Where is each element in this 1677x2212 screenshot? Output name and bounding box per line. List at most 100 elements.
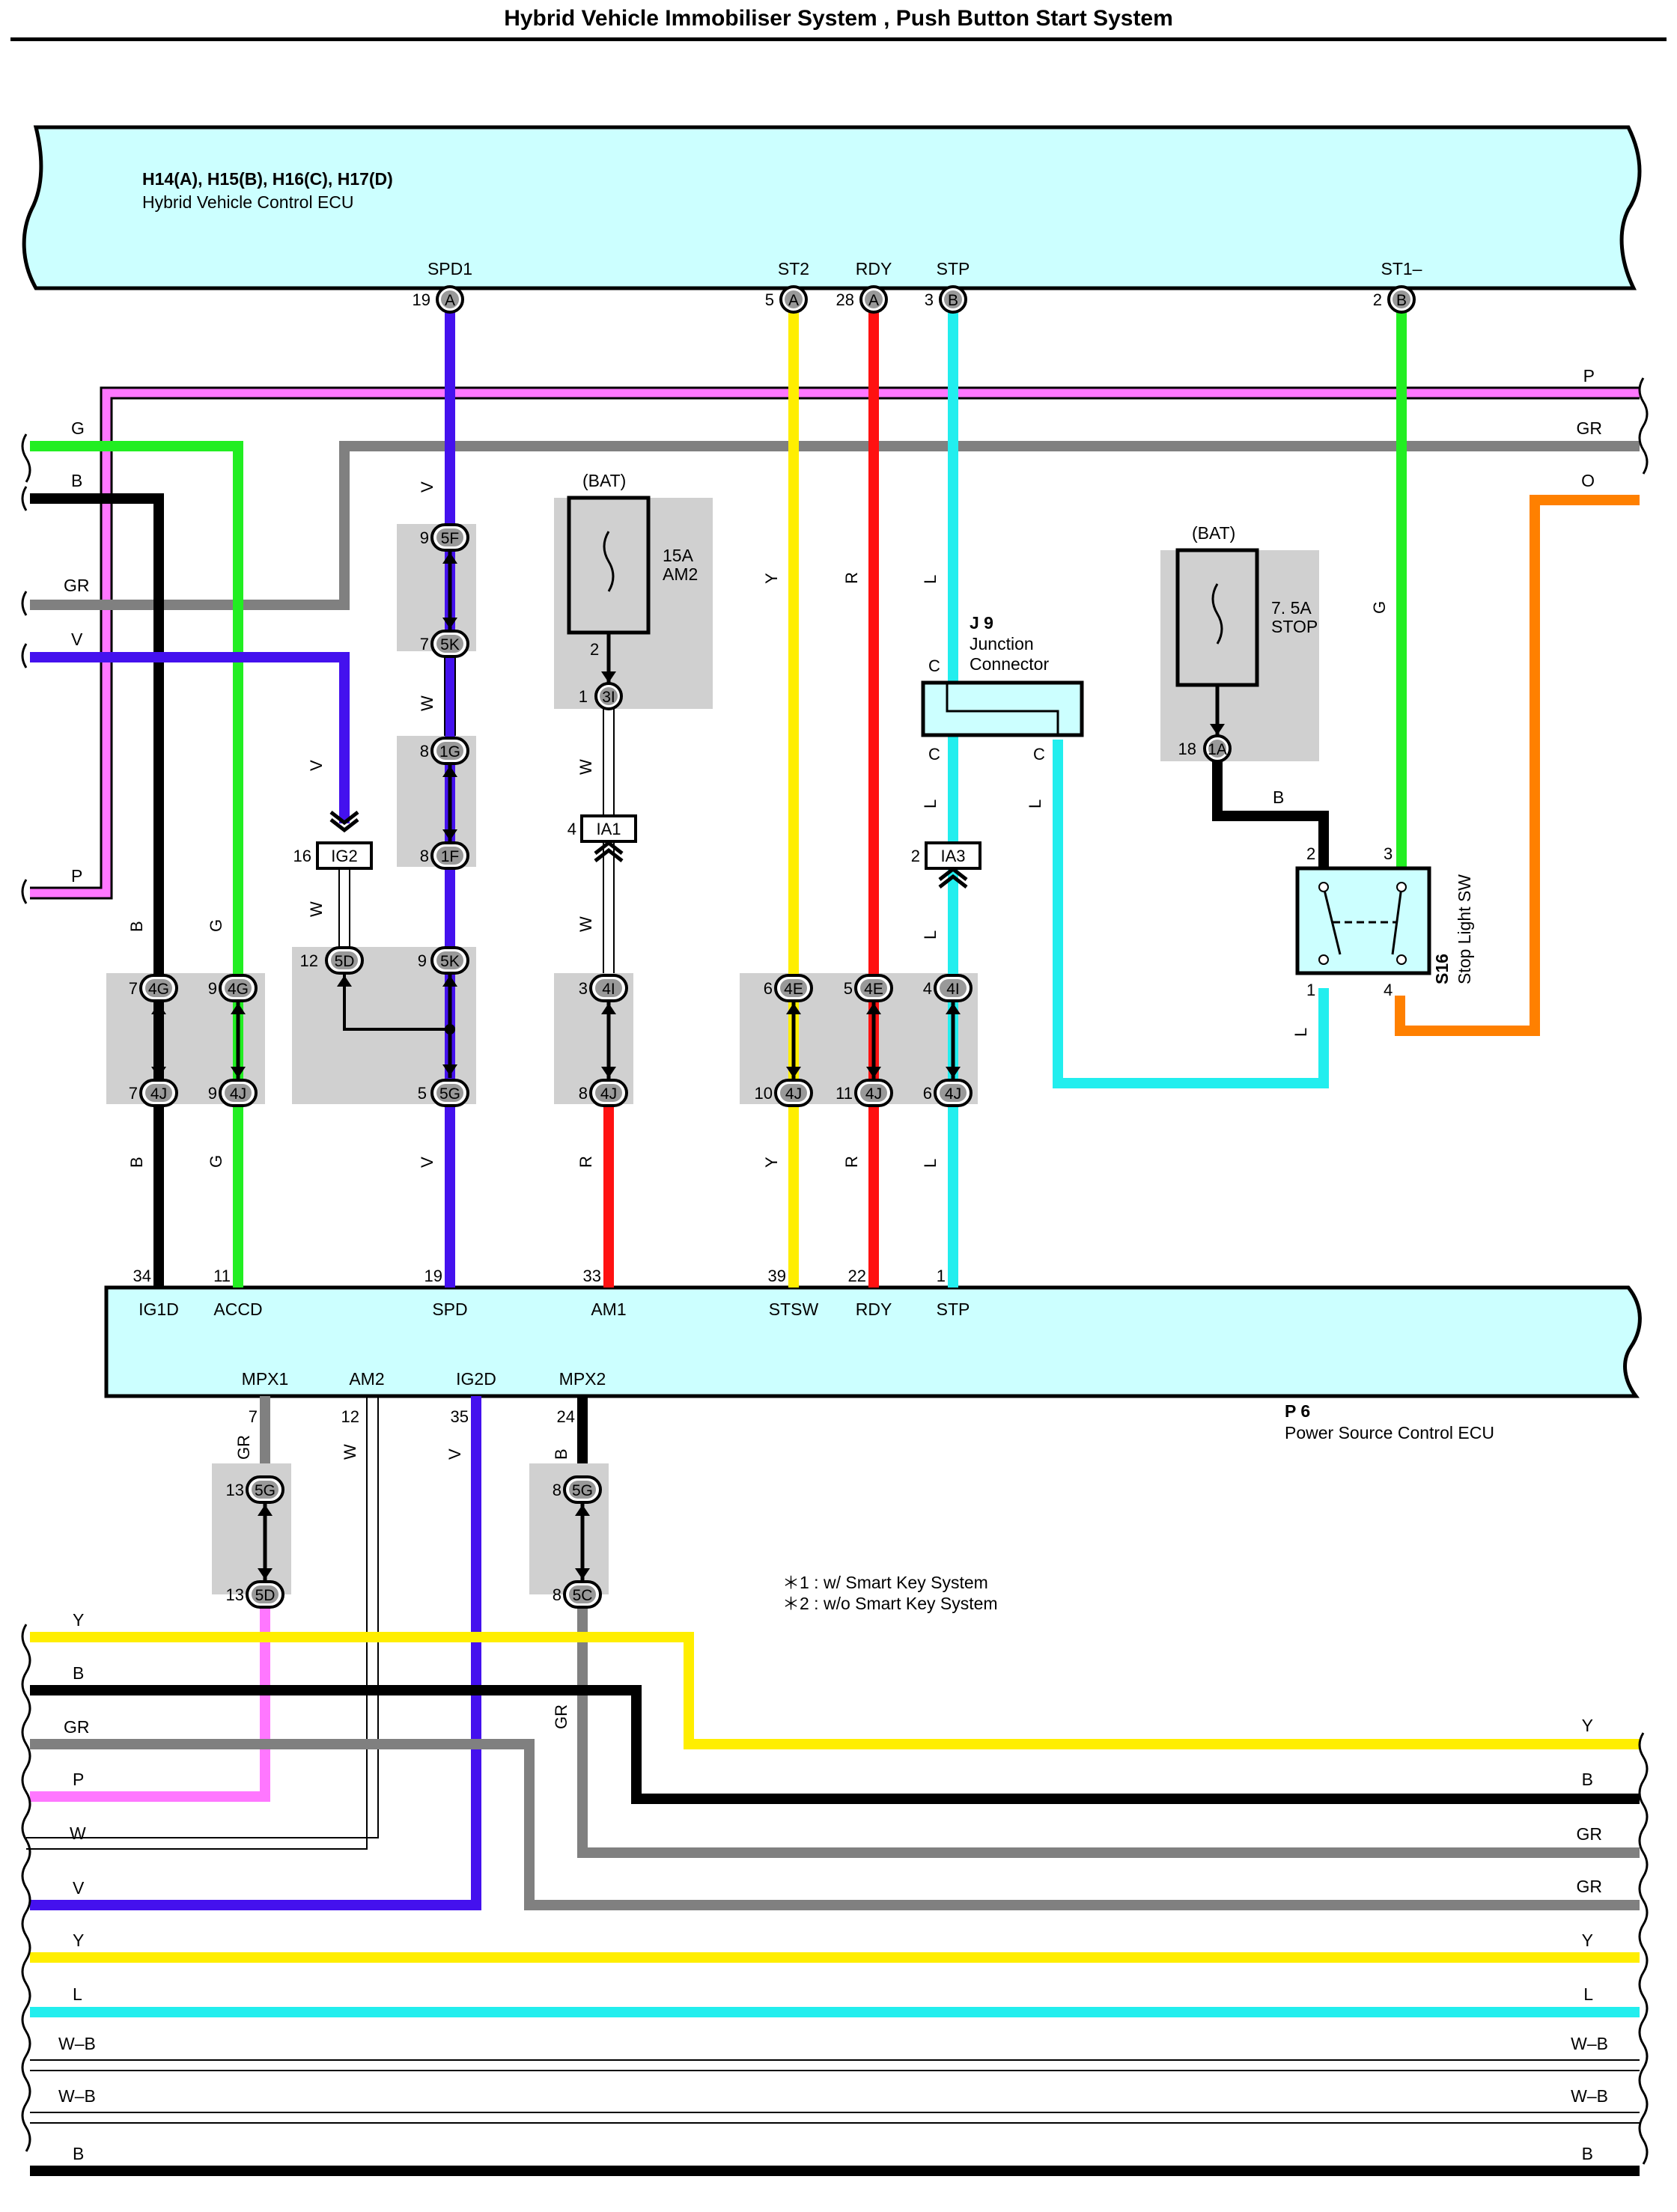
hv-ecu-connectors: H14(A), H15(B), H16(C), H17(D) <box>142 169 393 189</box>
junction-name2: Connector <box>970 654 1049 674</box>
wire-code-v-25: V <box>445 1448 464 1460</box>
conn-4I-4J-r-arrow-head-down <box>601 1067 616 1078</box>
wire-code-v-26: B <box>552 1448 570 1460</box>
hv-terminal-3-circle-inner <box>944 290 962 308</box>
ia3-chev-0 <box>938 874 968 889</box>
break-left-bottom <box>21 1624 31 2152</box>
conn-4E-4J-r-bottom-pill-inner <box>860 1084 887 1102</box>
conn-3I-pin: 1 <box>579 687 588 706</box>
wire-code-h-22: GR <box>1577 1824 1603 1844</box>
conn-4I-4J-r-top-pill-inner <box>595 979 622 997</box>
conn-4G-4J-g-bottom-pill-inner <box>225 1084 252 1102</box>
fuse-am2-source: (BAT) <box>582 471 626 490</box>
wire-Y-1 <box>30 1632 1640 1749</box>
ia3-chev-1 <box>938 866 968 881</box>
wire-code-h-13: W <box>70 1823 86 1843</box>
splice-5D-head <box>337 975 352 987</box>
junction-pin-bottom: C <box>928 745 940 764</box>
conn-5F-5K-arrow-head-down <box>442 618 457 629</box>
conn-5D-label: 5D <box>335 953 355 970</box>
wire-code-v-1: W <box>418 695 436 711</box>
fuse-stop: (BAT) 7. 5A STOP <box>1175 523 1318 737</box>
conn-4G-4J-b-bottom-pill-inner <box>145 1084 172 1102</box>
ps-bottom-terminal-0: MPX1 <box>242 1369 289 1389</box>
conn-5G-5D-arrow-head-up <box>258 1505 273 1516</box>
hv-ecu-box <box>22 125 1642 290</box>
fuse-stop-element <box>1211 583 1223 645</box>
wire-code-v-7: W <box>576 916 595 932</box>
note-1: ＊1 : w/ Smart Key System <box>782 1573 988 1592</box>
conn-5G-5D-arrow-head-down <box>258 1568 273 1579</box>
ps-terminal-2: SPD <box>432 1300 467 1319</box>
conn-4G-4J-g-arrow-head-up <box>231 1003 246 1014</box>
ps-bottom-terminal-2: IG2D <box>456 1369 496 1389</box>
wire-O <box>1395 495 1640 1036</box>
conn-5G-5D-bottom-label: 5D <box>255 1587 276 1604</box>
conn-5K-low-pill-inner <box>436 951 463 969</box>
conn-4I-4J-l-bottom-pin: 6 <box>923 1084 932 1103</box>
wire-B-1 <box>30 1685 1640 1804</box>
hv-terminal-2-label: A <box>868 292 879 309</box>
conn-4I-4J-l-top-pin: 4 <box>923 979 932 998</box>
junction-name1: Junction <box>970 634 1034 653</box>
conn-4E-4J-y-arrow-head-down <box>786 1067 801 1078</box>
wires <box>26 299 1640 2176</box>
conn-4G-4J-g-arrow-head-down <box>231 1067 246 1078</box>
ps-bottom-terminal-3: MPX2 <box>559 1369 606 1389</box>
wire-GR-1 <box>30 1739 1640 1910</box>
note-2: ＊2 : w/o Smart Key System <box>782 1594 998 1613</box>
page-title: Hybrid Vehicle Immobiliser System , Push… <box>504 6 1173 31</box>
conn-4G-4J-g-bottom-label: 4J <box>230 1085 246 1103</box>
wire-V-ig2d <box>30 1396 481 1910</box>
wire-code-v-23: GR <box>234 1435 253 1460</box>
hv-terminal-pin-2: 28 <box>836 290 854 309</box>
conn-4E-4J-r-bottom-pin: 11 <box>836 1084 853 1103</box>
ps-bottom-pin-3: 24 <box>557 1407 575 1426</box>
hv-terminal-0-circle-inner <box>441 290 459 308</box>
conn-5D-pin: 12 <box>300 951 318 970</box>
conn-4E-4J-r-bottom-label: 4J <box>865 1085 882 1103</box>
wire-code-h-8: B <box>1273 787 1284 807</box>
conn-4I-4J-l-bottom-label: 4J <box>945 1085 961 1103</box>
conn-1A-head <box>1210 724 1225 735</box>
junction-id: J 9 <box>970 613 993 633</box>
conn-IG2-box <box>316 841 373 870</box>
conn-5G-5C-bottom-label: 5C <box>573 1587 593 1604</box>
conn-1A-circle-inner <box>1208 740 1226 758</box>
conn-4G-4J-b-arrow-head-up <box>151 1003 166 1014</box>
hv-terminal-0-label: A <box>445 292 455 309</box>
break-right-bottom <box>1638 1732 1649 2165</box>
conn-IA3-pin: 2 <box>911 847 920 865</box>
conn-5G-5C-bottom-pin: 8 <box>553 1585 561 1604</box>
conn-IA1-pin: 4 <box>567 820 576 838</box>
wire-breaks <box>21 377 1649 2165</box>
hv-terminal-3-label: B <box>948 292 958 309</box>
conn-4I-4J-l-arrow-head-down <box>946 1067 961 1078</box>
switch-contact-right <box>1391 886 1403 955</box>
fuse-stop-source: (BAT) <box>1192 523 1235 543</box>
wire-code-v-13: L <box>921 930 940 939</box>
wire-code-h-9: Y <box>73 1610 84 1630</box>
wire-code-h-26: W–B <box>1571 2034 1608 2053</box>
conn-IA1-box <box>580 814 637 843</box>
conn-4G-4J-b-top-label: 4G <box>148 981 169 998</box>
ps-terminal-0: IG1D <box>139 1300 179 1319</box>
ps-terminal-1: ACCD <box>213 1300 262 1319</box>
wire-code-h-25: L <box>1583 1984 1593 2004</box>
fuse-am2: (BAT) 15A AM2 2 <box>567 471 698 685</box>
wire-code-v-24: W <box>341 1444 359 1460</box>
ps-pin-2: 19 <box>424 1267 442 1285</box>
conn-1G-1F-top-label: 1G <box>439 743 460 761</box>
switch-terminal-4 <box>1396 954 1407 965</box>
fuse-stop-name: STOP <box>1271 617 1318 636</box>
switch-name: Stop Light SW <box>1455 874 1474 984</box>
wire-code-h-20: Y <box>1582 1716 1593 1735</box>
conn-4G-4J-g-top-pill-inner <box>225 979 252 997</box>
conn-1A-label: 1A <box>1208 741 1227 758</box>
splice-node <box>445 1024 455 1035</box>
conn-4I-4J-r-bottom-pill-inner <box>595 1084 622 1102</box>
stop-light-switch: 2 3 1 4 S16 Stop Light SW <box>1295 844 1474 999</box>
conn-5F-5K-bottom-label: 5K <box>440 636 460 653</box>
wire-code-h-12: P <box>73 1770 84 1789</box>
conn-5F-5K-top-pill-inner <box>436 528 463 546</box>
